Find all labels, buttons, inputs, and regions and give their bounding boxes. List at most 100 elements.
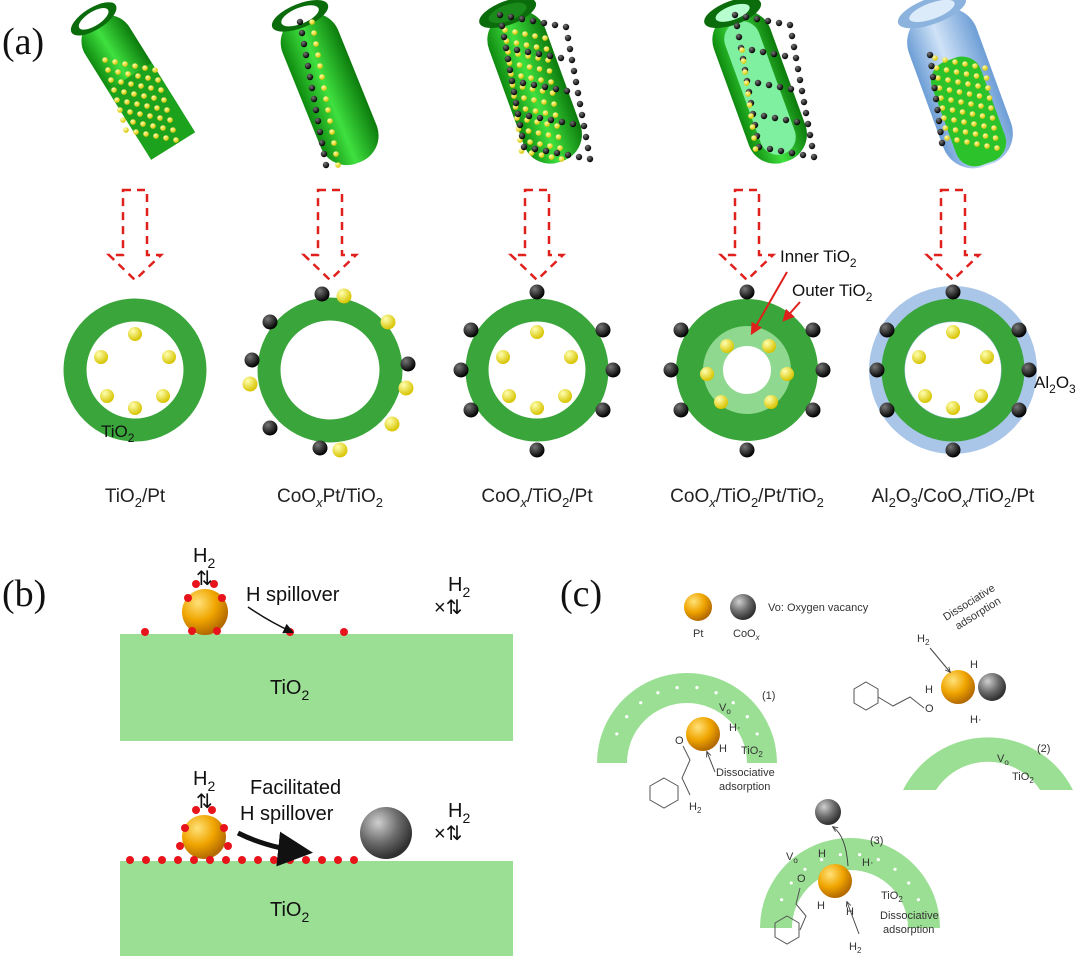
pt-particle xyxy=(555,134,562,140)
pt-particle xyxy=(942,125,949,131)
step1-o: O xyxy=(675,735,684,747)
step1-h: H xyxy=(719,743,727,755)
pt-particle xyxy=(311,30,317,36)
coox-particle xyxy=(568,56,576,64)
pt-particle xyxy=(544,121,550,127)
pt-particle xyxy=(936,85,943,91)
pt-particle xyxy=(746,102,753,108)
pt-particle xyxy=(984,143,990,149)
coox-particle xyxy=(516,121,524,129)
oxygen-vacancy xyxy=(959,713,963,717)
coox-particle xyxy=(569,120,577,128)
pt-particle xyxy=(700,367,714,381)
coox-particle xyxy=(796,76,804,84)
h-atom xyxy=(192,806,200,814)
coox-particle xyxy=(739,442,755,458)
pt-particle xyxy=(114,97,120,103)
step3-tio2: TiO2 xyxy=(881,890,903,904)
pt-particle xyxy=(133,129,139,135)
pt-particle xyxy=(935,75,941,81)
oxygen-vacancy xyxy=(695,686,699,690)
cross-section-rings xyxy=(63,286,1037,454)
pt-particle xyxy=(523,42,530,48)
oxygen-vacancy xyxy=(907,881,911,885)
pt-particle xyxy=(971,121,977,127)
pt-particle xyxy=(154,105,160,111)
pt-particle xyxy=(988,105,994,111)
pt-particle xyxy=(532,33,538,39)
oxygen-vacancy xyxy=(803,867,807,871)
pt-particle xyxy=(959,109,966,115)
pt-particle xyxy=(516,62,523,68)
coox-particle xyxy=(945,442,961,458)
pt-particle xyxy=(102,57,108,63)
legend-pt-label: Pt xyxy=(693,628,703,640)
pt-particle xyxy=(557,145,563,151)
h-atom xyxy=(270,856,278,864)
pt-particle xyxy=(542,110,549,116)
coox-particle xyxy=(776,83,784,91)
h-atom xyxy=(141,628,149,636)
coox-particle xyxy=(513,46,521,54)
oxygen-vacancy xyxy=(1063,765,1067,769)
down-arrow xyxy=(300,188,360,282)
pt-particle xyxy=(134,101,140,107)
step1-dissociative: Dissociative xyxy=(716,767,775,779)
step2-tio2: TiO2 xyxy=(1012,771,1034,785)
coox-particle xyxy=(520,143,528,151)
pt-particle xyxy=(752,146,759,152)
coox-particle xyxy=(792,54,800,62)
pt-particle xyxy=(142,65,148,71)
step2-vo: Vo xyxy=(997,753,1009,767)
coox-particle xyxy=(400,356,416,372)
nanotube-tio2-pt xyxy=(70,2,196,160)
coox-particle xyxy=(777,147,785,155)
pt-particle xyxy=(542,35,548,41)
pt-particle xyxy=(974,389,988,403)
pt-particle xyxy=(144,103,150,109)
pt-particle xyxy=(962,61,968,67)
coox-particle xyxy=(945,284,961,300)
pt-particle xyxy=(720,339,734,353)
legend-pt-icon xyxy=(684,593,712,621)
panel-a-captions: TiO2/Pt CoOxPt/TiO2 CoOx/TiO2/Pt CoOx/Ti… xyxy=(105,486,1035,510)
coox-particle xyxy=(322,161,330,169)
coox-particle xyxy=(775,19,783,27)
pt-particle xyxy=(963,71,970,77)
coox-particle xyxy=(663,362,679,378)
pt-particle xyxy=(538,77,544,83)
coox-particle xyxy=(306,73,314,81)
pt-particle xyxy=(380,314,396,330)
pt-particle xyxy=(946,325,960,339)
panel-a-letter: (a) xyxy=(2,21,44,63)
down-arrow xyxy=(105,188,165,282)
nanotube-3d-row xyxy=(70,0,1013,169)
coox-particle xyxy=(524,48,532,56)
pt-particle xyxy=(742,69,748,75)
pt-particle xyxy=(128,401,142,415)
coox-particle xyxy=(566,45,574,53)
oxygen-vacancy xyxy=(917,748,921,752)
caption-coox-tio2-pt-tio2: CoOx/TiO2/Pt/TiO2 xyxy=(670,486,824,510)
pt-particle xyxy=(918,389,932,403)
oxygen-vacancy xyxy=(755,732,759,736)
coox-particle xyxy=(787,85,795,93)
pt-particle xyxy=(335,162,341,168)
pt-particle xyxy=(528,150,535,156)
panel-b-letter: (b) xyxy=(2,573,46,615)
pt-particle xyxy=(117,107,123,113)
coox-particle xyxy=(879,322,895,338)
h-atom xyxy=(318,856,326,864)
panel-a: (a) xyxy=(2,0,1076,510)
step3-h-right: H xyxy=(846,906,854,918)
h2-label-top: H2 xyxy=(193,545,215,571)
oxygen-vacancy xyxy=(942,721,946,725)
nanotube-coox-pt-tio2 xyxy=(271,0,379,166)
coox-particle xyxy=(806,131,814,139)
coox-particle xyxy=(808,142,816,150)
facilitated-label-line2: H spillover xyxy=(240,803,334,825)
pt-particle xyxy=(155,77,161,83)
coox-particle xyxy=(582,133,590,141)
pt-particle-step1 xyxy=(686,717,720,751)
